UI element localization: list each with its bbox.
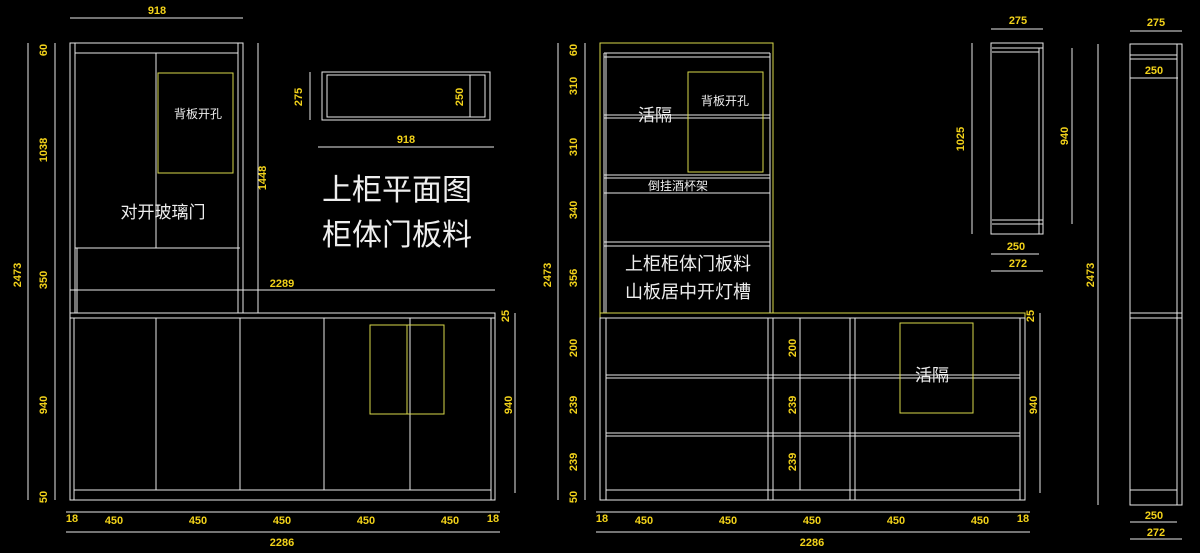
- dim-2473: 2473: [12, 263, 24, 287]
- dim-940: 940: [1059, 127, 1071, 145]
- side-view-upper: 275 1025 940 250 272: [955, 15, 1073, 272]
- dim-2473: 2473: [1085, 263, 1097, 287]
- back-hole-label: 背板开孔: [701, 94, 749, 108]
- dim-450: 450: [357, 515, 375, 527]
- dim-275: 275: [293, 88, 305, 106]
- dim-1448: 1448: [257, 166, 269, 190]
- dim-250: 250: [1007, 241, 1025, 253]
- dim-918: 918: [397, 134, 415, 146]
- dim-2286: 2286: [270, 537, 294, 549]
- dim-18: 18: [66, 513, 78, 525]
- dim-18: 18: [487, 513, 499, 525]
- dim-450: 450: [635, 515, 653, 527]
- dim-450: 450: [719, 515, 737, 527]
- dim-2289: 2289: [270, 278, 294, 290]
- dim-18: 18: [1017, 513, 1029, 525]
- glass-door-label: 对开玻璃门: [121, 203, 206, 223]
- shelf-label: 活隔: [638, 106, 672, 126]
- dim-239-inner: 239: [787, 396, 799, 414]
- dim-50: 50: [568, 491, 580, 503]
- note-line-2: 山板居中开灯槽: [625, 282, 751, 303]
- dim-18: 18: [596, 513, 608, 525]
- dim-356: 356: [568, 269, 580, 287]
- dim-200-inner: 200: [787, 339, 799, 357]
- dim-60: 60: [568, 44, 580, 56]
- dim-1025: 1025: [955, 127, 967, 151]
- dim-940-right: 940: [503, 396, 515, 414]
- dim-239: 239: [568, 453, 580, 471]
- dim-272: 272: [1147, 527, 1165, 539]
- dim-340: 340: [568, 201, 580, 219]
- back-hole-label: 背板开孔: [174, 107, 222, 121]
- plan-view: 275 250 918 上柜平面图 柜体门板料: [293, 71, 494, 253]
- note-line-1: 上柜柜体门板料: [625, 254, 751, 275]
- dim-310: 310: [568, 138, 580, 156]
- dim-2473: 2473: [542, 263, 554, 287]
- dim-450: 450: [189, 515, 207, 527]
- dim-275: 275: [1009, 15, 1027, 27]
- back-hole-rect: [157, 72, 234, 174]
- dim-2286: 2286: [800, 537, 824, 549]
- dim-310: 310: [568, 77, 580, 95]
- dim-450: 450: [887, 515, 905, 527]
- dim-450: 450: [441, 515, 459, 527]
- dim-918: 918: [148, 5, 166, 17]
- lower-shelf-label: 活隔: [915, 366, 949, 386]
- glass-rack-label: 倒挂酒杯架: [648, 179, 708, 193]
- dim-450: 450: [803, 515, 821, 527]
- dim-1038: 1038: [38, 138, 50, 162]
- dim-239-inner: 239: [787, 453, 799, 471]
- dim-250: 250: [454, 88, 466, 106]
- middle-elevation: 60 310 310 340 356 2473 25 200 239 239 5…: [542, 42, 1041, 549]
- plan-subtitle: 柜体门板料: [322, 218, 472, 253]
- dim-50: 50: [38, 491, 50, 503]
- dim-272: 272: [1009, 258, 1027, 270]
- dim-200: 200: [568, 339, 580, 357]
- dim-60: 60: [38, 44, 50, 56]
- dim-239: 239: [568, 396, 580, 414]
- dim-940: 940: [1028, 396, 1040, 414]
- dim-275: 275: [1147, 17, 1165, 29]
- dim-25: 25: [500, 310, 512, 322]
- dim-450: 450: [273, 515, 291, 527]
- dim-450: 450: [971, 515, 989, 527]
- dim-250: 250: [1145, 65, 1163, 77]
- dim-25: 25: [1025, 310, 1037, 322]
- dim-450: 450: [105, 515, 123, 527]
- left-elevation: 918 60 1038 350 2473 1448 2289 25 940 94…: [12, 5, 516, 549]
- dim-940-left: 940: [38, 396, 50, 414]
- side-view-full: 275 250 2473 250 272: [1085, 17, 1183, 540]
- dim-350: 350: [38, 271, 50, 289]
- dim-250: 250: [1145, 510, 1163, 522]
- plan-title: 上柜平面图: [322, 173, 472, 208]
